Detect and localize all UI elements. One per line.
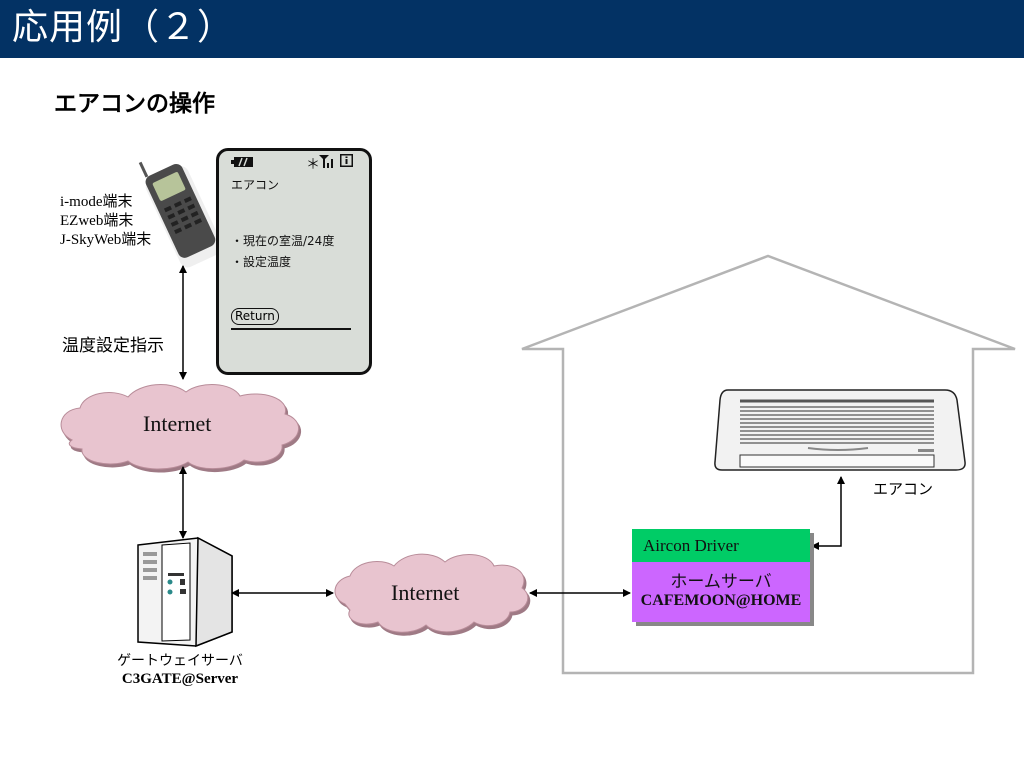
- terminal-label: i-mode端末: [60, 194, 133, 210]
- slide-header: 応用例（２）: [0, 0, 1024, 58]
- air-conditioner-icon: [714, 389, 966, 471]
- home-server-id: CAFEMOON@HOME: [640, 592, 802, 609]
- screen-divider: [231, 328, 351, 330]
- internet-cloud-1-label: Internet: [143, 411, 212, 436]
- slide-title: 応用例（２）: [12, 7, 235, 48]
- home-server-name: ホームサーバ: [670, 572, 772, 592]
- internet-cloud-2: [334, 553, 529, 633]
- return-button[interactable]: Return: [231, 308, 279, 325]
- screen-item-set-temp[interactable]: ・設定温度: [231, 255, 292, 269]
- home-server-panel: ホームサーバ CAFEMOON@HOME: [632, 562, 810, 622]
- phone-screen-mockup: ＊ エアコン ・現在の室温/24度 ・設定温度 Return: [216, 148, 372, 375]
- info-icon: [340, 154, 353, 167]
- arrow-driver-aircon: [811, 476, 845, 550]
- gateway-server-id: C3GATE@Server: [121, 671, 239, 687]
- gateway-server-icon: [137, 536, 233, 648]
- terminal-labels: i-mode端末 EZweb端末 J-SkyWeb端末: [60, 193, 151, 250]
- screen-item-current-temp[interactable]: ・現在の室温/24度: [231, 234, 335, 248]
- screen-title: エアコン: [231, 178, 280, 192]
- battery-icon: [231, 157, 253, 167]
- internet-cloud-1: [60, 384, 299, 470]
- internet-cloud-2-label: Internet: [391, 580, 460, 605]
- home-server-box: Aircon Driver ホームサーバ CAFEMOON@HOME: [632, 529, 810, 622]
- aircon-label: エアコン: [873, 480, 934, 498]
- temperature-instruction-label: 温度設定指示: [62, 336, 164, 356]
- asterisk-indicator: ＊: [306, 157, 320, 173]
- terminal-label: J-SkyWeb端末: [60, 232, 152, 248]
- slide-subtitle: エアコンの操作: [54, 91, 215, 117]
- terminal-label: EZweb端末: [60, 213, 134, 229]
- signal-icon: [319, 155, 333, 168]
- mobile-phone-icon: [138, 161, 223, 268]
- aircon-driver-label: Aircon Driver: [632, 529, 810, 562]
- house-outline: [521, 254, 1016, 675]
- gateway-server-name: ゲートウェイサーバ: [117, 653, 243, 669]
- gateway-server-label: ゲートウェイサーバ C3GATE@Server: [100, 652, 260, 688]
